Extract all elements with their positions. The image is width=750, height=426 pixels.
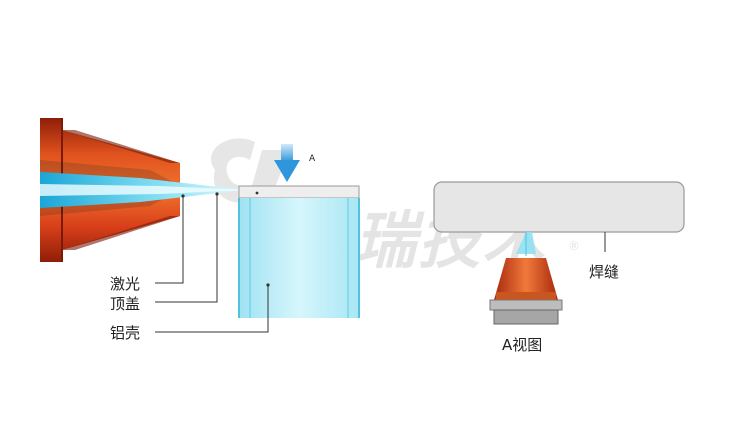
down-arrow-icon — [274, 144, 300, 182]
laser-beam — [40, 172, 245, 208]
view-a-label: A视图 — [502, 336, 542, 354]
leader-lines — [155, 194, 269, 333]
top-cover-label: 顶盖 — [110, 295, 140, 313]
aluminum-shell-label: 铝壳 — [110, 324, 140, 342]
weld-plate — [433, 181, 685, 233]
watermark-registered-mark: ® — [568, 239, 580, 253]
aluminum-shell — [238, 198, 360, 318]
laser-label: 激光 — [110, 275, 140, 293]
weld-seam-label: 焊缝 — [589, 263, 619, 281]
view-a-nozzle — [489, 232, 563, 325]
arrow-a-label: A — [309, 154, 316, 164]
